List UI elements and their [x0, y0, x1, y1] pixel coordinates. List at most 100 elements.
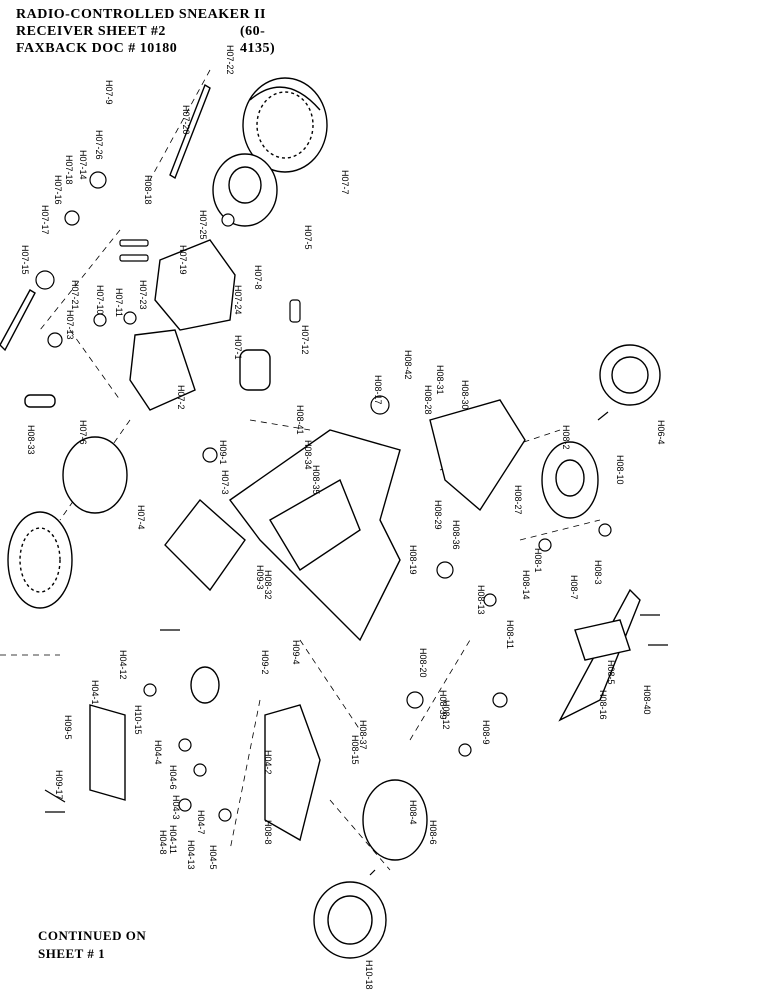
steering-arm-right	[558, 588, 641, 722]
part-number-label: H07-4	[136, 505, 146, 530]
battery-cover-right	[429, 399, 526, 512]
part-number-label: H09-17	[54, 770, 64, 800]
part-number-label: H06-4	[656, 420, 666, 445]
part-number-label: H08-32	[263, 570, 273, 600]
part-number-label: H08-35	[311, 465, 321, 495]
part-number-label: H07-15	[20, 245, 30, 275]
motor-cylinder	[190, 349, 271, 704]
rear-wheel-left-rim	[62, 436, 128, 514]
drive-shaft-top	[169, 83, 211, 180]
part-number-label: H09-1	[218, 440, 228, 465]
part-number-label: H07-10	[95, 285, 105, 315]
part-number-label: H07-3	[220, 470, 230, 495]
front-wheel-rim-top	[212, 153, 278, 227]
part-number-label: H07-7	[340, 170, 350, 195]
part-number-label: H07-23	[138, 280, 148, 310]
part-number-label: H08-30	[460, 380, 470, 410]
part-number-label: H07-16	[53, 175, 63, 205]
part-number-label: H08-13	[476, 585, 486, 615]
battery-plate	[164, 498, 246, 592]
part-number-label: H07-8	[253, 265, 263, 290]
part-number-label: H08-28	[423, 385, 433, 415]
part-number-label: H08-14	[521, 570, 531, 600]
part-number-label: H04-2	[263, 750, 273, 775]
gear-housing-upper	[129, 239, 236, 411]
sheet-number: RECEIVER SHEET #2	[16, 24, 166, 39]
part-number-label: H07-1	[233, 335, 243, 360]
gear-housing-lower	[89, 704, 321, 842]
part-number-label: H07-18	[64, 155, 74, 185]
part-number-label: H04-4	[153, 740, 163, 765]
part-number-label: H08-19	[408, 545, 418, 575]
part-number-label: H04-8	[158, 830, 168, 855]
part-number-label: H08-7	[569, 575, 579, 600]
part-number-label: H09-4	[291, 640, 301, 665]
part-number-label: H08-15	[350, 735, 360, 765]
document-header: RADIO-CONTROLLED SNEAKER II RECEIVER SHE…	[16, 6, 275, 57]
part-number-label: H04-11	[168, 825, 178, 854]
part-number-label: H07-2	[176, 385, 186, 410]
part-number-label: H08-39	[438, 690, 448, 720]
part-number-label: H07-9	[104, 80, 114, 105]
part-number-label: H08-5	[606, 660, 616, 685]
part-number-label: H04-12	[118, 650, 128, 680]
part-number-label: H07-5	[303, 225, 313, 250]
part-number-label: H07-12	[300, 325, 310, 355]
front-wheel-lower-tire	[313, 881, 387, 959]
part-number-label: H04-6	[168, 765, 178, 790]
part-number-label: H08-12	[441, 700, 451, 730]
continued-line2: SHEET # 1	[38, 946, 106, 961]
part-number-label: H08-36	[451, 520, 461, 550]
part-number-label: H08-1	[533, 548, 543, 573]
part-number-label: H07-20	[181, 105, 191, 135]
rear-wheel-left-tire	[7, 511, 73, 609]
part-number-label: H07-14	[78, 150, 88, 180]
part-number-label: H08-42	[403, 350, 413, 380]
part-number-label: H08-11	[505, 620, 515, 649]
front-wheel-lower-rim	[362, 779, 428, 861]
part-number-label: H07-24	[233, 285, 243, 315]
part-number-label: H08-16	[598, 690, 608, 720]
part-number-label: H08-4	[408, 800, 418, 825]
right-tire-top	[599, 344, 661, 406]
part-number-label: H04-3	[171, 795, 181, 820]
front-wheel-tire-top	[242, 77, 328, 173]
continued-note: CONTINUED ON SHEET # 1	[38, 927, 146, 963]
part-number-label: H08-18	[143, 175, 153, 205]
part-number-label: H07-22	[225, 45, 235, 75]
leader-lines	[0, 69, 601, 871]
part-code: (60-4135)	[240, 24, 276, 56]
part-number-label: H08-27	[513, 485, 523, 515]
part-number-label: H09-3	[255, 565, 265, 590]
part-number-label: H08-34	[303, 440, 313, 470]
part-number-label: H08-37	[358, 720, 368, 750]
document-title: RADIO-CONTROLLED SNEAKER II	[16, 7, 266, 22]
continued-line1: CONTINUED ON	[38, 928, 147, 943]
part-number-label: H09-2	[260, 650, 270, 675]
part-number-label: H08-33	[26, 425, 36, 455]
small-parts	[35, 171, 612, 822]
part-number-label: H08-20	[418, 648, 428, 678]
part-number-label: H04-1	[90, 680, 100, 705]
part-number-label: H04-13	[186, 840, 196, 870]
part-number-label: H07-26	[94, 130, 104, 160]
part-number-label: H08-40	[642, 685, 652, 715]
part-number-label: H04-5	[208, 845, 218, 870]
part-number-label: H08-17	[373, 375, 383, 405]
right-wheel-rim	[541, 441, 599, 519]
part-number-label: H08-3	[593, 560, 603, 585]
part-number-label: H07-25	[198, 210, 208, 240]
part-number-label: H07-6	[78, 420, 88, 445]
left-axle	[0, 289, 56, 408]
part-number-label: H08-6	[428, 820, 438, 845]
part-number-label: H10-18	[364, 960, 374, 990]
part-number-label: H04-7	[196, 810, 206, 835]
part-number-label: H08-9	[481, 720, 491, 745]
part-number-label: H08-29	[433, 500, 443, 530]
part-number-label: H08-2	[561, 425, 571, 450]
part-number-label: H08-31	[435, 365, 445, 395]
screws	[44, 411, 668, 876]
part-number-label: H09-5	[63, 715, 73, 740]
part-number-label: H08-41	[295, 405, 305, 435]
